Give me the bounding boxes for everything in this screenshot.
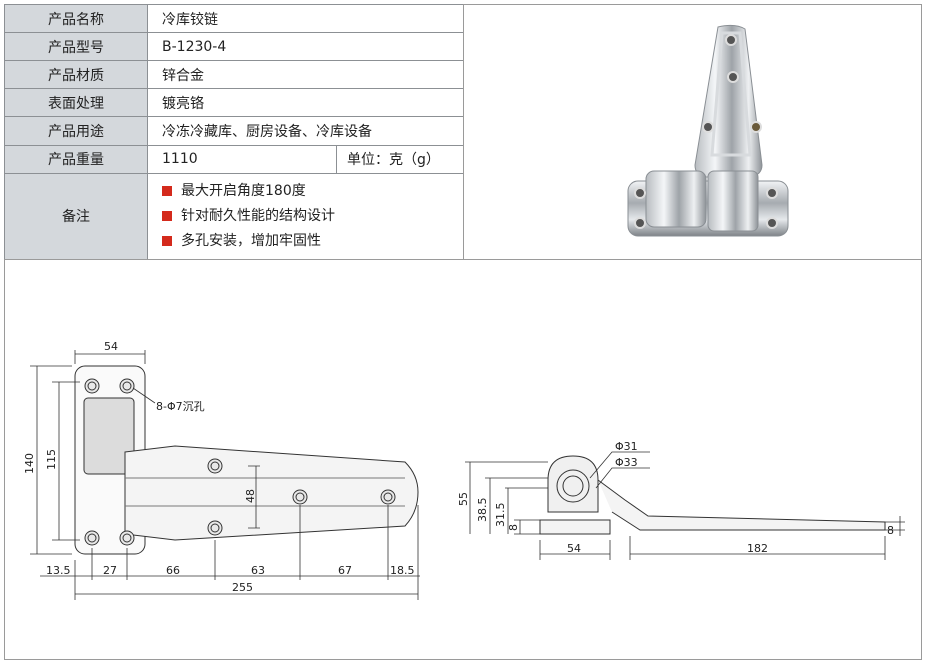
note-item: 针对耐久性能的结构设计 [162, 204, 463, 229]
bullet-icon [162, 211, 172, 222]
spec-value: 冷库铰链 [147, 3, 464, 34]
note-text: 针对耐久性能的结构设计 [181, 207, 335, 224]
side-view-drawing: Φ31 Φ33 55 38.5 31.5 8 54 182 8 [457, 440, 905, 560]
dim-side-height: 55 [457, 492, 470, 506]
dim-bottom: 18.5 [390, 564, 415, 577]
note-item: 最大开启角度180度 [162, 179, 463, 204]
spec-row-model: 产品型号 B-1230-4 [4, 32, 464, 62]
spec-row-notes: 备注 最大开启角度180度 针对耐久性能的结构设计 多孔安装，增加牢固性 [4, 172, 464, 261]
spec-table: 产品名称 冷库铰链 产品型号 B-1230-4 产品材质 锌合金 表面处理 镀亮… [4, 3, 464, 261]
dim-side-height: 8 [507, 524, 520, 531]
note-text: 最大开启角度180度 [181, 182, 306, 199]
spec-label: 产品用途 [4, 116, 148, 146]
spec-row-weight: 产品重量 1110 单位：克（g） [4, 144, 464, 174]
dim-side-height: 31.5 [494, 503, 507, 528]
spec-label: 产品名称 [4, 3, 148, 34]
note-text: 多孔安装，增加牢固性 [181, 232, 321, 249]
dim-front-height-total: 140 [23, 453, 36, 474]
dim-dia-inner: Φ31 [615, 440, 638, 453]
spec-label: 备注 [4, 172, 148, 261]
spec-value: 锌合金 [147, 60, 464, 90]
dim-arm-length: 182 [747, 542, 768, 555]
spec-value: B-1230-4 [147, 32, 464, 62]
hole-note: 8-Φ7沉孔 [156, 400, 205, 413]
dim-dia-outer: Φ33 [615, 456, 638, 469]
product-photo [627, 24, 789, 237]
notes-list: 最大开启角度180度 针对耐久性能的结构设计 多孔安装，增加牢固性 [148, 179, 463, 254]
notes-cell: 最大开启角度180度 针对耐久性能的结构设计 多孔安装，增加牢固性 [147, 172, 464, 261]
dim-hole-spacing: 48 [244, 489, 257, 503]
spec-label: 产品型号 [4, 32, 148, 62]
dim-front-height-inner: 115 [45, 449, 58, 470]
spec-row-name: 产品名称 冷库铰链 [4, 3, 464, 34]
note-item: 多孔安装，增加牢固性 [162, 229, 463, 254]
dim-overall: 255 [232, 581, 253, 594]
weight-unit: 单位：克（g） [336, 144, 464, 174]
spec-value: 冷冻冷藏库、厨房设备、冷库设备 [147, 116, 464, 146]
bullet-icon [162, 186, 172, 197]
spec-row-surface: 表面处理 镀亮铬 [4, 88, 464, 118]
dim-bottom: 67 [338, 564, 352, 577]
bullet-icon [162, 236, 172, 247]
spec-value: 镀亮铬 [147, 88, 464, 118]
spec-value: 1110 [147, 144, 337, 174]
spec-label: 表面处理 [4, 88, 148, 118]
spec-label: 产品重量 [4, 144, 148, 174]
section-divider-horizontal [4, 259, 922, 260]
dim-front-top-width: 54 [104, 340, 118, 353]
dim-bottom: 66 [166, 564, 180, 577]
dim-bottom: 27 [103, 564, 117, 577]
section-divider-vertical [463, 4, 464, 260]
dim-bottom: 63 [251, 564, 265, 577]
dim-bottom: 13.5 [46, 564, 71, 577]
dim-arm-thickness: 8 [887, 524, 894, 537]
dim-side-height: 38.5 [476, 498, 489, 523]
spec-row-usage: 产品用途 冷冻冷藏库、厨房设备、冷库设备 [4, 116, 464, 146]
front-view-drawing: 54 8-Φ7沉孔 140 115 48 13.5 27 66 63 67 18… [23, 340, 420, 600]
hinge-barrel [645, 170, 707, 228]
dim-base-width: 54 [567, 542, 581, 555]
spec-row-material: 产品材质 锌合金 [4, 60, 464, 90]
spec-label: 产品材质 [4, 60, 148, 90]
